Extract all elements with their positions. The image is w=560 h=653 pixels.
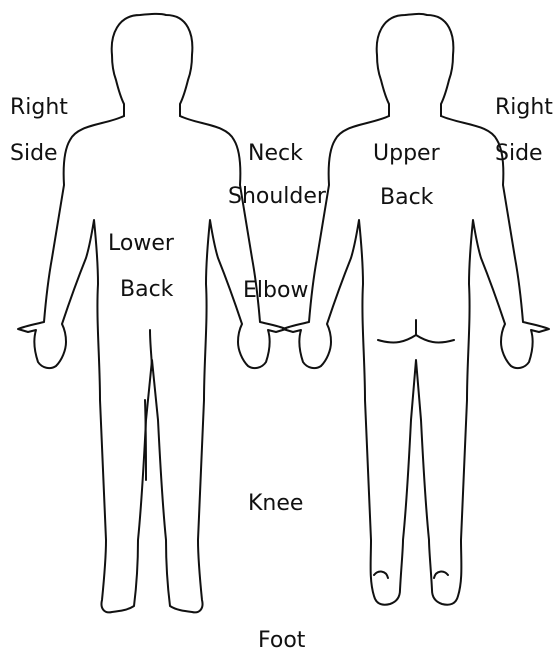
right-side-label-back-line2: Side bbox=[495, 143, 543, 165]
front-head-outline bbox=[112, 14, 193, 116]
right-side-label-front-line2: Side bbox=[10, 143, 58, 165]
knee-label: Knee bbox=[248, 493, 303, 515]
neck-label: Neck bbox=[248, 143, 303, 165]
elbow-label: Elbow bbox=[243, 280, 308, 302]
upper-back-label-line2: Back bbox=[380, 187, 433, 209]
lower-back-label-line1: Lower bbox=[108, 233, 174, 255]
back-heel-detail bbox=[374, 572, 448, 578]
upper-back-label-line1: Upper bbox=[373, 143, 440, 165]
shoulder-label: Shoulder bbox=[228, 186, 326, 208]
right-side-label-front-line1: Right bbox=[10, 97, 68, 119]
lower-back-label-line2: Back bbox=[120, 279, 173, 301]
right-side-label-back-line1: Right bbox=[495, 97, 553, 119]
back-head-outline bbox=[377, 14, 454, 116]
back-buttocks-detail bbox=[378, 320, 454, 342]
